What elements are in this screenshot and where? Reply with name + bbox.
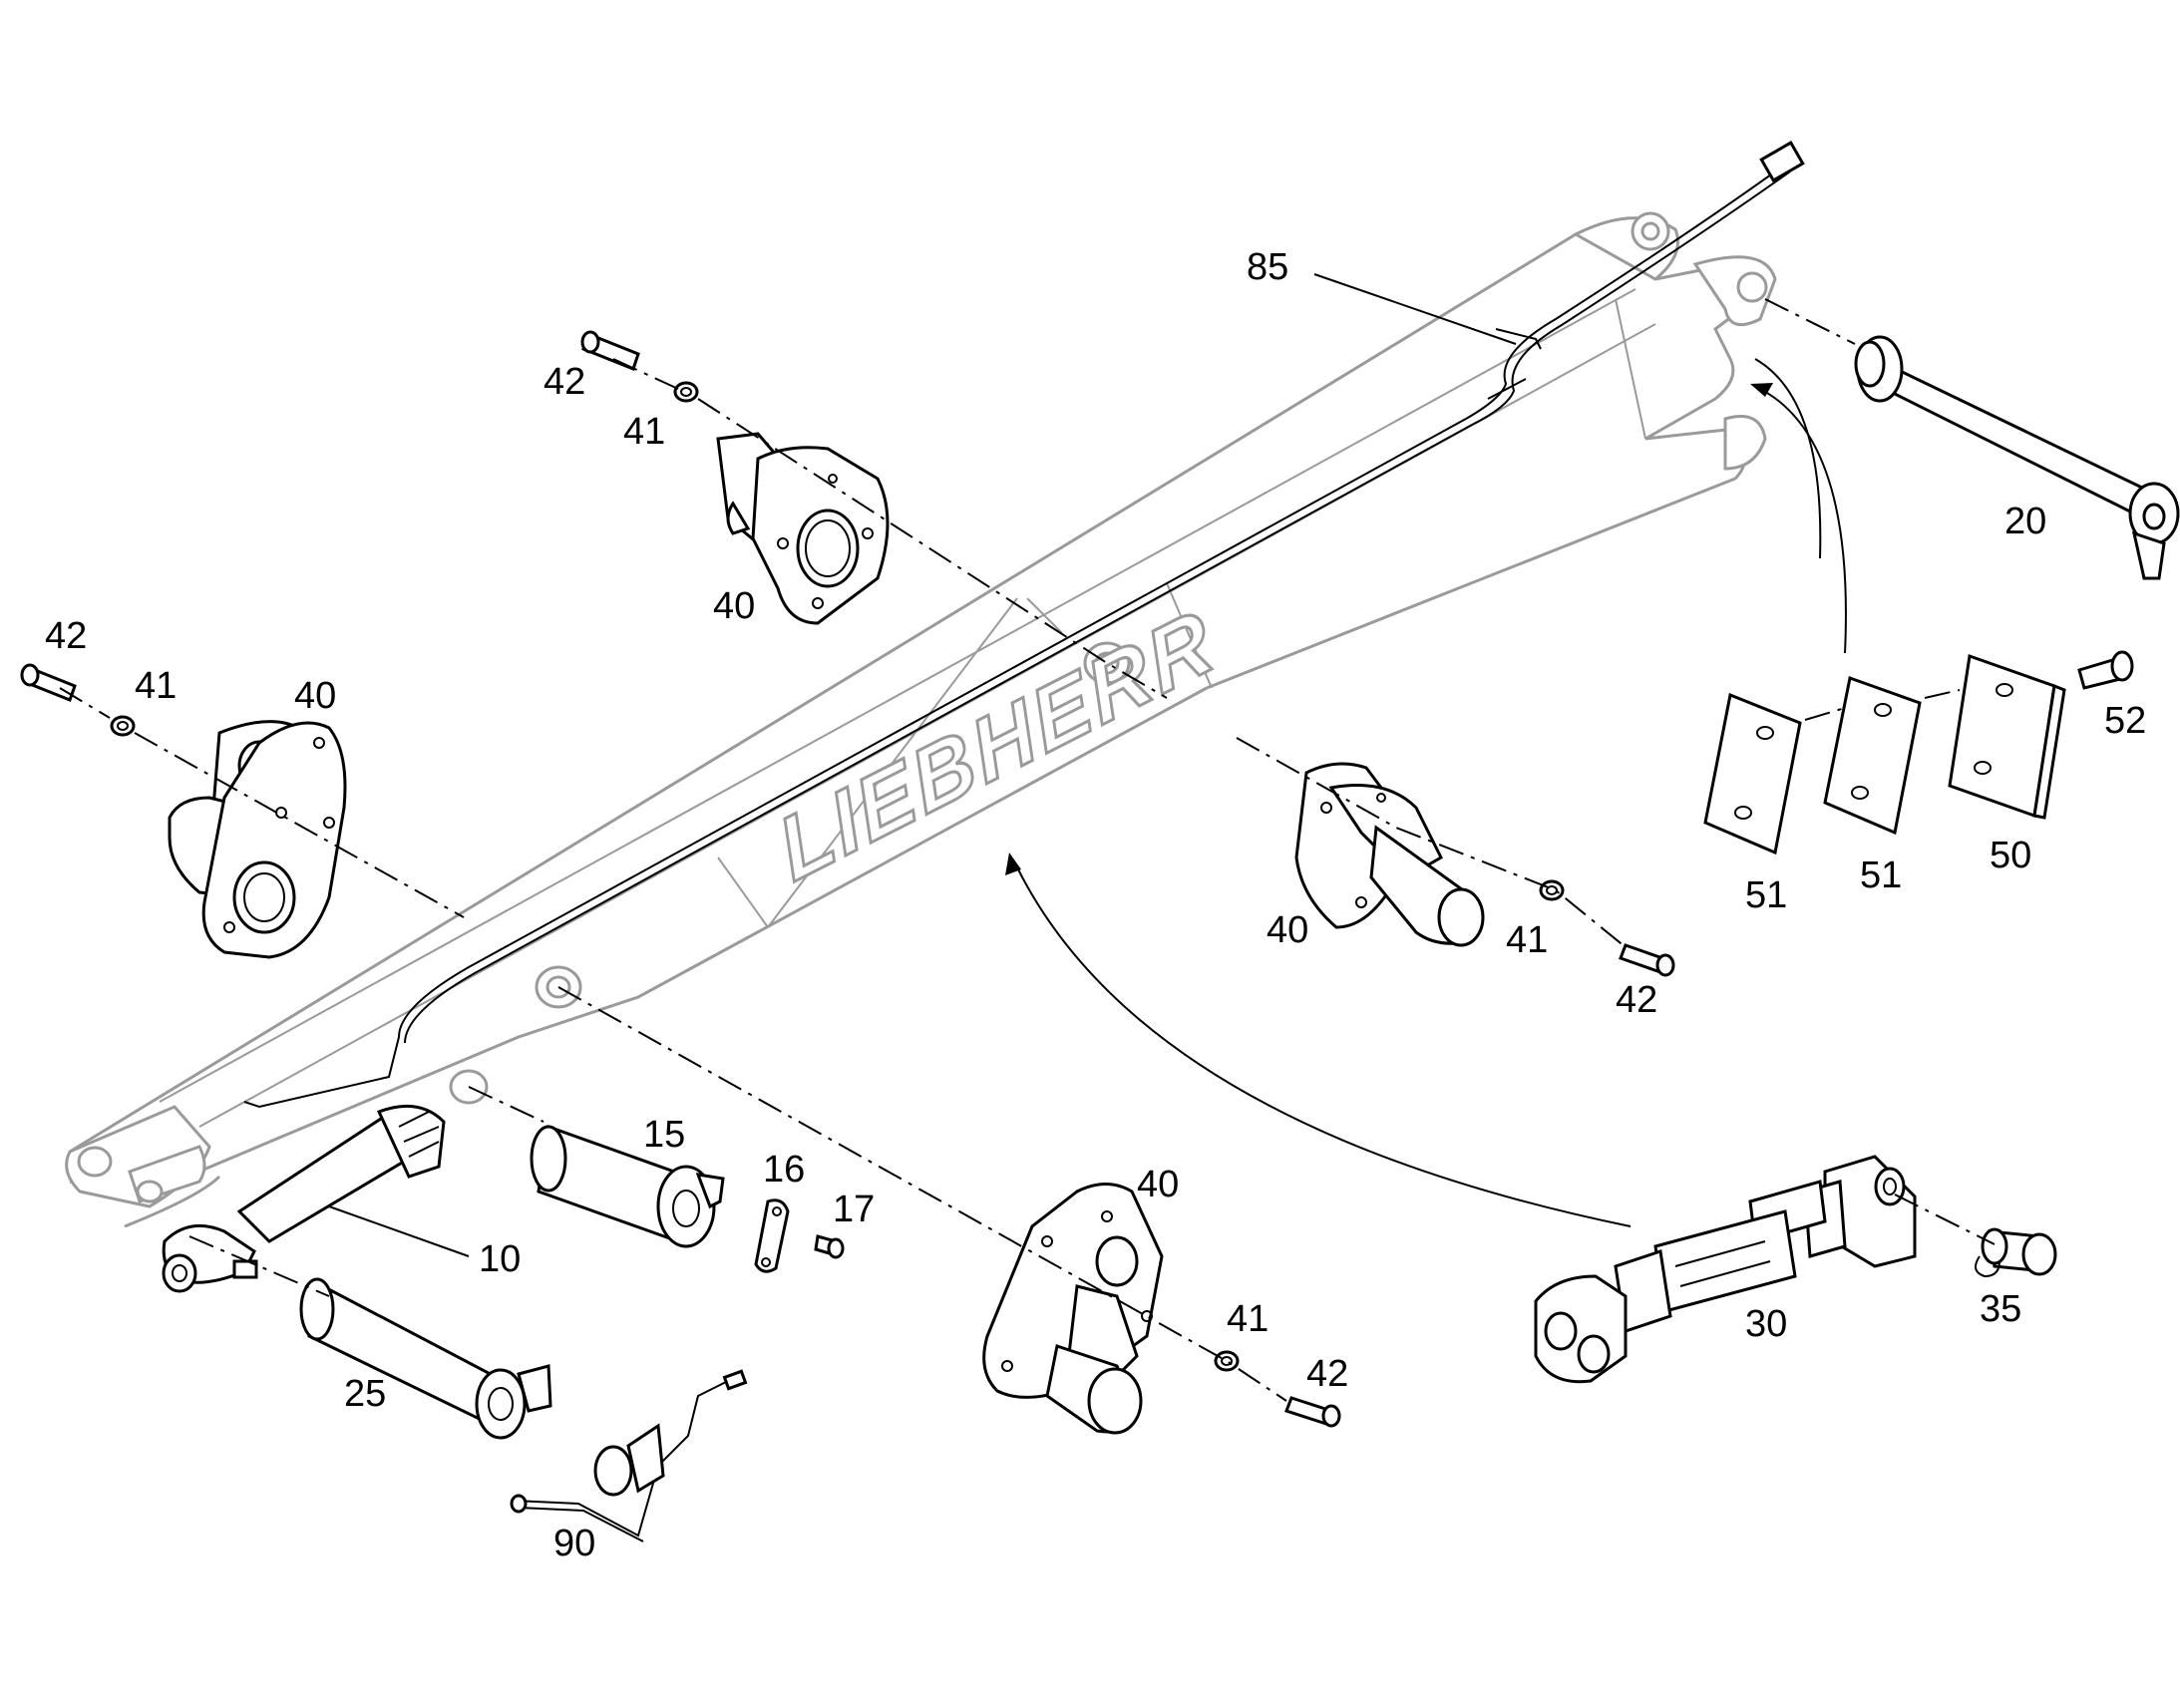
callout-52: 52: [2104, 700, 2146, 742]
leader-lines: [328, 273, 1517, 1257]
callout-10: 10: [479, 1238, 521, 1280]
callout-41-mid: 41: [1506, 919, 1548, 961]
bracket-40-left: [20, 663, 347, 959]
callout-42-left: 42: [45, 615, 87, 657]
callout-35: 35: [1980, 1288, 2021, 1330]
callout-42-top: 42: [544, 361, 585, 403]
callout-16: 16: [763, 1149, 805, 1191]
callout-51-a: 51: [1745, 874, 1787, 916]
assembly-arrows: [1005, 358, 1847, 1227]
bracket-40-top: [580, 330, 890, 625]
callout-50: 50: [1990, 835, 2031, 876]
bracket-40-bot: [982, 1183, 1341, 1435]
pin-25: [299, 1277, 552, 1440]
link-16: [754, 1198, 790, 1273]
sensor-90: [510, 1369, 748, 1542]
spacer-plates: [1703, 650, 2134, 855]
callout-41-top: 41: [623, 411, 665, 453]
callout-30: 30: [1745, 1303, 1787, 1345]
boom-arm: LIEBHERR: [65, 211, 1777, 1228]
pin-20: [1854, 335, 2180, 580]
bushing-15: [530, 1124, 725, 1248]
callout-42-bot: 42: [1306, 1353, 1348, 1395]
callout-51-b: 51: [1860, 854, 1902, 896]
bracket-40-mid: [1294, 762, 1675, 977]
callout-90: 90: [553, 1523, 595, 1564]
assembly-axes: [59, 298, 1996, 1402]
callout-labels: 85 42 41 40 42 41 40 20 52 51 51 50 40 4…: [45, 246, 2146, 1564]
callout-85: 85: [1247, 246, 1288, 288]
cable-harness-85: [243, 141, 1805, 1109]
callout-42-mid: 42: [1616, 979, 1657, 1021]
callout-41-bot: 41: [1227, 1298, 1269, 1340]
callout-25: 25: [344, 1373, 386, 1415]
callout-20: 20: [2004, 501, 2046, 542]
callout-40-bot: 40: [1137, 1164, 1179, 1205]
pin-35: [1975, 1227, 2057, 1278]
callout-17: 17: [833, 1189, 875, 1230]
callout-40-mid: 40: [1267, 909, 1308, 951]
screw-17: [814, 1234, 845, 1259]
turnbuckle-30: [1534, 1155, 1917, 1384]
cylinder-10: [162, 1104, 446, 1293]
callout-41-left: 41: [135, 665, 177, 707]
callout-40-left: 40: [294, 675, 336, 717]
callout-15: 15: [643, 1114, 685, 1156]
callout-40-top: 40: [713, 585, 755, 627]
